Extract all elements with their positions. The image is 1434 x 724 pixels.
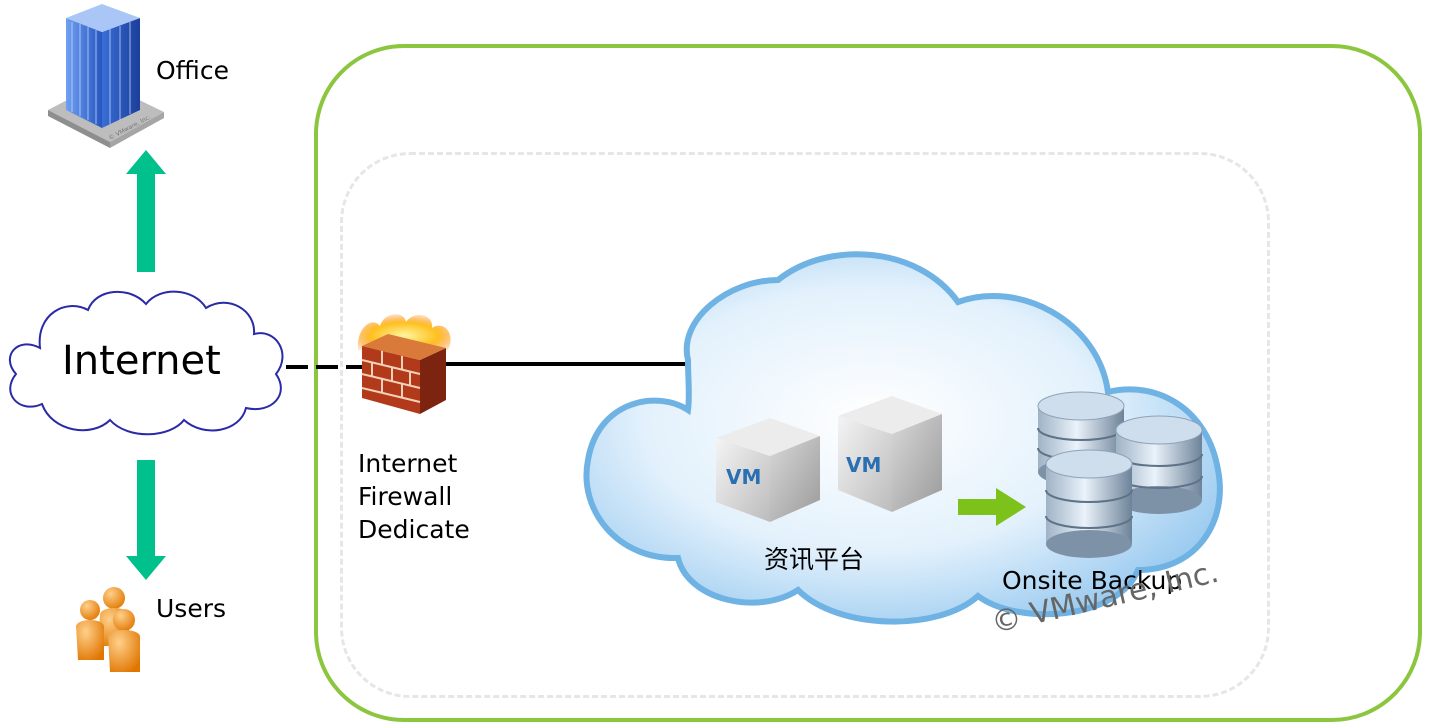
arrow-to-users-icon [126,460,166,580]
backup-label: Onsite Backup [1002,566,1183,595]
firewall-icon [357,314,451,414]
office-label: Office [156,56,229,85]
firewall-label-line-2: Firewall [358,482,453,511]
office-building-icon: © VMware, Inc. [48,4,164,148]
users-icon [76,587,140,672]
internet-label: Internet [62,338,221,384]
internet-cloud-icon [9,290,284,436]
firewall-label: Internet Firewall Dedicate [358,447,470,546]
inner-dashed-boundary [340,152,1270,698]
vm-label: VM [846,453,881,477]
firewall-label-line-1: Internet [358,449,458,478]
outer-boundary [314,44,1422,722]
network-connection [286,362,702,369]
vm-box-icon: VM [716,418,820,522]
firewall-label-line-3: Dedicate [358,515,470,544]
platform-label: 资讯平台 [764,545,865,574]
arrow-to-backup-icon [958,488,1026,526]
vm-label: VM [726,465,761,489]
database-icon [1037,391,1203,558]
arrow-to-office-icon [126,150,166,272]
users-label: Users [156,594,227,623]
vm-box-icon: VM [838,396,942,512]
